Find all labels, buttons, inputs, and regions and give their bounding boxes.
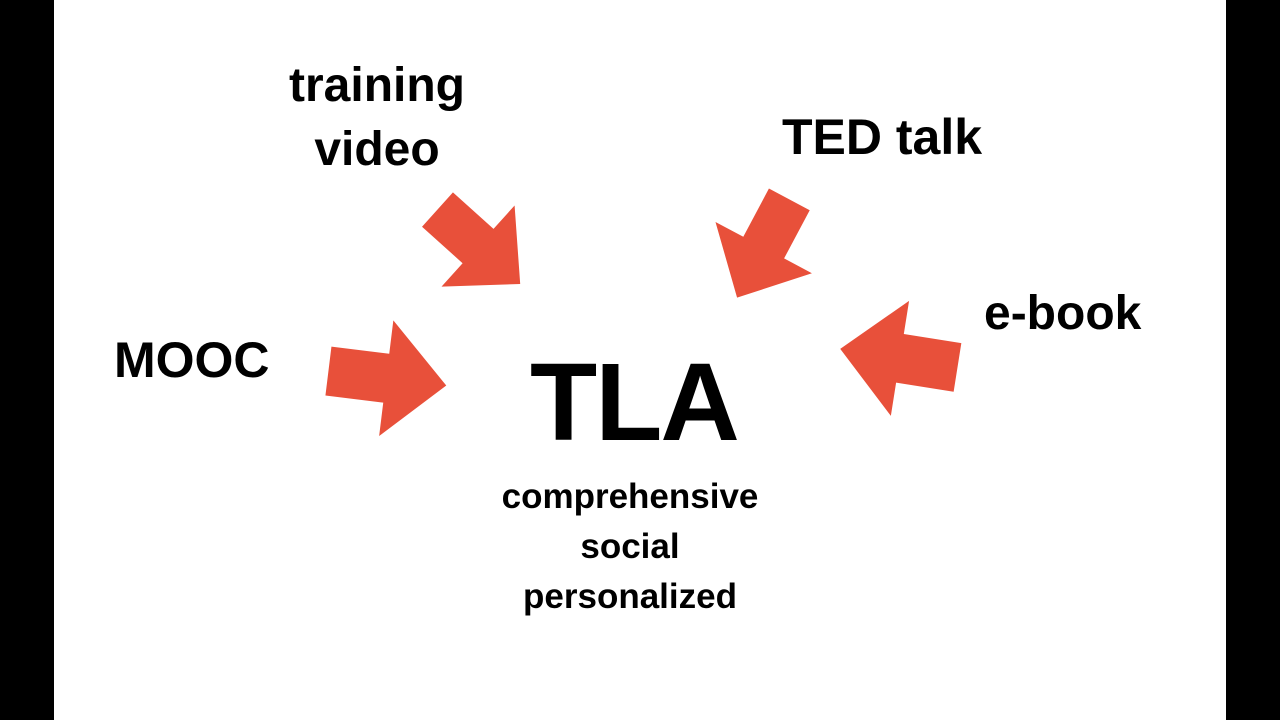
attribute-personalized: personalized [523, 577, 737, 616]
training-video-line1: training [289, 59, 465, 112]
center-attributes: comprehensive social personalized [470, 472, 790, 622]
arrows-layer [325, 188, 962, 436]
arrow-ebook [840, 300, 962, 416]
source-training-video: training video [272, 54, 482, 182]
arrow-mooc [325, 320, 447, 436]
center-title: TLA [530, 341, 740, 464]
arrow-training-video [422, 192, 521, 287]
training-video-line2: video [314, 123, 440, 176]
slide: training video TED talk e-book MOOC TLA … [54, 0, 1226, 720]
source-ebook: e-book [984, 287, 1142, 340]
attribute-comprehensive: comprehensive [501, 477, 759, 516]
attribute-social: social [580, 527, 680, 566]
arrow-ted-talk [715, 188, 812, 298]
source-ted-talk: TED talk [782, 109, 983, 165]
source-mooc: MOOC [114, 332, 270, 388]
